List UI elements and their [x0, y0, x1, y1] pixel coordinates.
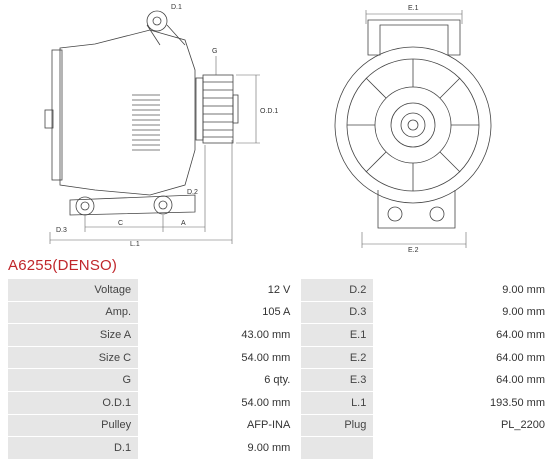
spec-value: 54.00 mm: [138, 391, 298, 414]
spec-gap: [297, 437, 302, 459]
label-e1: E.1: [408, 5, 419, 12]
spec-value: AFP-INA: [138, 414, 298, 437]
spec-value: [373, 437, 552, 459]
label-d1: D.1: [171, 4, 182, 11]
spec-gap: [297, 346, 302, 369]
spec-label: Voltage: [8, 279, 139, 301]
spec-value: 105 A: [138, 301, 298, 324]
spec-value: PL_2200: [373, 414, 552, 437]
spec-value: 64.00 mm: [373, 369, 552, 391]
spec-label: Size A: [8, 324, 139, 346]
spec-gap: [297, 369, 302, 391]
spec-label: E.3: [301, 369, 374, 391]
spec-label: E.1: [301, 324, 374, 346]
label-e2: E.2: [408, 247, 419, 254]
label-l1: L.1: [130, 241, 140, 248]
spec-value: 9.00 mm: [373, 301, 552, 324]
spec-label: G: [8, 369, 139, 391]
spec-label: E.2: [301, 346, 374, 369]
side-view: [44, 10, 260, 244]
spec-gap: [297, 301, 302, 324]
spec-gap: [297, 391, 302, 414]
spec-label: D.3: [301, 301, 374, 324]
label-d3: D.3: [56, 227, 67, 234]
spec-value: 6 qty.: [138, 369, 298, 391]
label-od1: O.D.1: [260, 108, 278, 115]
label-g: G: [212, 48, 217, 55]
spec-value: 64.00 mm: [373, 346, 552, 369]
product-title: A6255(DENSO): [8, 257, 118, 274]
spec-label: L.1: [301, 391, 374, 414]
label-c: C: [118, 220, 123, 227]
spec-value: 9.00 mm: [138, 437, 298, 459]
spec-gap: [297, 414, 302, 437]
spec-gap: [297, 279, 302, 301]
alternator-drawing: D.1 G O.D.1 D.2 D.3 C A L.1 E.1 E.2: [44, 4, 492, 254]
label-a: A: [181, 220, 186, 227]
spec-label: Size C: [8, 346, 139, 369]
spec-value: 193.50 mm: [373, 391, 552, 414]
spec-gap: [297, 324, 302, 346]
front-view: [334, 10, 492, 248]
spec-label: Amp.: [8, 301, 139, 324]
spec-label: [301, 437, 374, 459]
spec-value: 9.00 mm: [373, 279, 552, 301]
spec-label: O.D.1: [8, 391, 139, 414]
spec-label: Pulley: [8, 414, 139, 437]
spec-value: 12 V: [138, 279, 298, 301]
spec-value: 54.00 mm: [138, 346, 298, 369]
spec-label: D.1: [8, 437, 139, 459]
label-d2: D.2: [187, 189, 198, 196]
spec-value: 64.00 mm: [373, 324, 552, 346]
spec-label: D.2: [301, 279, 374, 301]
spec-label: Plug: [301, 414, 374, 437]
spec-value: 43.00 mm: [138, 324, 298, 346]
